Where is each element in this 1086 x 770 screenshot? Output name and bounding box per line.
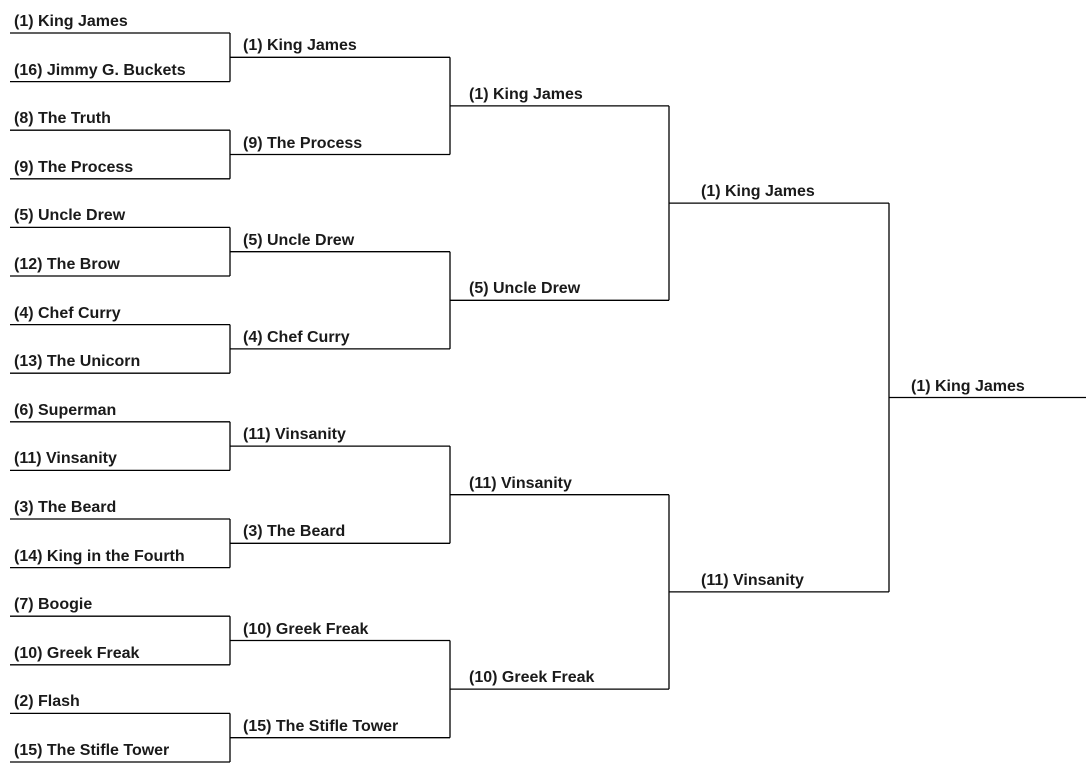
round-1-team-label: (12) The Brow — [14, 256, 120, 273]
round-1-team-label: (16) Jimmy G. Buckets — [14, 61, 186, 79]
round-1-team-label: (1) King James — [14, 13, 128, 30]
round-1-team-label: (10) Greek Freak — [14, 644, 140, 662]
round-2-team-label: (4) Chef Curry — [243, 328, 350, 346]
round-2-team-label: (3) The Beard — [243, 523, 346, 541]
round-2-team-label: (5) Uncle Drew — [243, 231, 355, 249]
round-1-team-label: (13) The Unicorn — [14, 353, 141, 371]
round-1-team-label: (14) King in the Fourth — [14, 547, 185, 565]
champion-label: (1) King James — [911, 377, 1025, 395]
round-1-team-label: (7) Boogie — [14, 596, 93, 614]
round-1-team-label: (5) Uncle Drew — [14, 207, 126, 225]
round-2-team-label: (15) The Stifle Tower — [243, 717, 399, 735]
round-4-team-label: (1) King James — [701, 183, 815, 201]
round-1-team-label: (15) The Stifle Tower — [14, 742, 170, 759]
round-2-team-label: (9) The Process — [243, 134, 363, 152]
round-3-team-label: (10) Greek Freak — [469, 669, 595, 687]
round-1-team-label: (3) The Beard — [14, 499, 117, 516]
round-4-team-label: (11) Vinsanity — [701, 571, 804, 589]
round-2-team-label: (11) Vinsanity — [243, 426, 346, 444]
round-1-team-label: (8) The Truth — [14, 110, 111, 128]
round-3-team-label: (1) King James — [469, 85, 583, 103]
round-1-team-label: (2) Flash — [14, 693, 80, 711]
round-3-team-label: (11) Vinsanity — [469, 474, 572, 492]
round-1-team-label: (6) Superman — [14, 401, 117, 419]
round-3-team-label: (5) Uncle Drew — [469, 280, 581, 298]
round-2-team-label: (10) Greek Freak — [243, 620, 369, 638]
round-1-team-label: (11) Vinsanity — [14, 450, 117, 468]
round-2-team-label: (1) King James — [243, 37, 357, 55]
round-1-team-label: (4) Chef Curry — [14, 304, 121, 322]
round-1-team-label: (9) The Process — [14, 158, 134, 176]
